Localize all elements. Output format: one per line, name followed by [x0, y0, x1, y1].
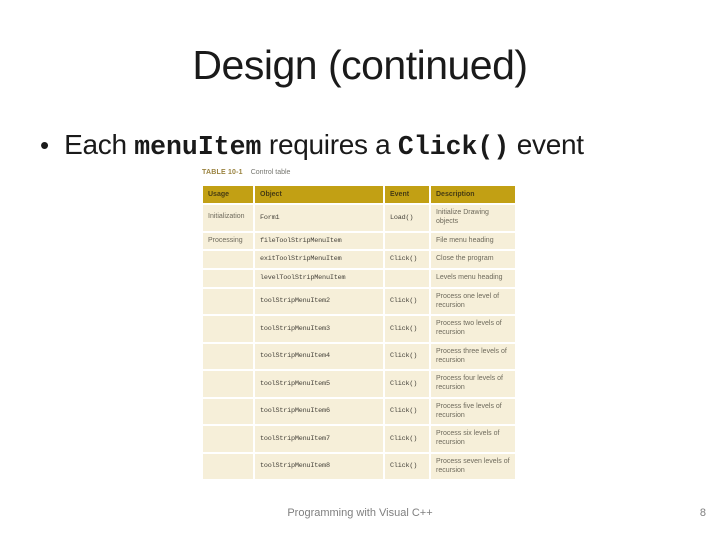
table-cell: [203, 398, 253, 425]
table-cell: toolStripMenuItem7: [255, 426, 383, 452]
table-cell: Process one level of recursion: [431, 288, 515, 315]
table-cell: [203, 371, 253, 397]
table-cell: Click(): [385, 426, 429, 452]
column-header-object: Object: [255, 186, 383, 203]
table-cell: Click(): [385, 316, 429, 342]
table-cell: Process four levels of recursion: [431, 371, 515, 397]
table-cell: Initialization: [203, 205, 253, 231]
page-number: 8: [699, 507, 706, 519]
table-cell: Process two levels of recursion: [431, 316, 515, 342]
slide-title: Design (continued): [192, 42, 528, 88]
table-cell: Click(): [385, 343, 429, 370]
table-cell: levelToolStripMenuItem: [255, 270, 383, 287]
table-cell: Form1: [255, 205, 383, 231]
bullet-text: Each menuItem requires a Click() event: [64, 129, 584, 162]
table-cell: [203, 426, 253, 452]
table-cell: Click(): [385, 371, 429, 397]
table-cell: [203, 316, 253, 342]
table-cell: [203, 343, 253, 370]
table-cell: Process seven levels of recursion: [431, 453, 515, 480]
table-caption: TABLE 10-1 Control table: [202, 169, 519, 176]
table-cell: toolStripMenuItem4: [255, 343, 383, 370]
bullet-icon: •: [40, 130, 50, 160]
column-header-usage: Usage: [203, 186, 253, 203]
table-cell: [203, 288, 253, 315]
footer-text: Programming with Visual C++: [287, 507, 433, 519]
table-cell: Processing: [203, 232, 253, 250]
control-table-grid: Usage Object Event Description Initializ…: [201, 184, 517, 481]
table-cell: [203, 453, 253, 480]
table-label: TABLE 10-1: [202, 169, 243, 176]
table-cell: [385, 232, 429, 250]
table-cell: Close the program: [431, 251, 515, 268]
table-cell: Click(): [385, 453, 429, 480]
bullet-item: • Each menuItem requires a Click() event: [40, 129, 700, 162]
table-cell: Process five levels of recursion: [431, 398, 515, 425]
bullet-text-pre: Each: [64, 129, 135, 160]
table-cell: File menu heading: [431, 232, 515, 250]
column-header-event: Event: [385, 186, 429, 203]
table-cell: Process three levels of recursion: [431, 343, 515, 370]
table-cell: toolStripMenuItem3: [255, 316, 383, 342]
table-cell: Levels menu heading: [431, 270, 515, 287]
column-header-description: Description: [431, 186, 515, 203]
table-cell: toolStripMenuItem6: [255, 398, 383, 425]
code-click-event: Click(): [397, 132, 510, 162]
table-cell: toolStripMenuItem5: [255, 371, 383, 397]
table-cell: Process six levels of recursion: [431, 426, 515, 452]
bullet-text-post: event: [509, 129, 584, 160]
table-cell: toolStripMenuItem2: [255, 288, 383, 315]
table-cell: Click(): [385, 251, 429, 268]
table-cell: exitToolStripMenuItem: [255, 251, 383, 268]
table-cell: [203, 270, 253, 287]
table-cell: [385, 270, 429, 287]
table-cell: Click(): [385, 288, 429, 315]
table-cell: Initialize Drawing objects: [431, 205, 515, 231]
table-cell: Click(): [385, 398, 429, 425]
table-cell: Load(): [385, 205, 429, 231]
table-cell: fileToolStripMenuItem: [255, 232, 383, 250]
table-cell: toolStripMenuItem8: [255, 453, 383, 480]
table-row: levelToolStripMenuItem Levels menu headin…: [203, 270, 515, 287]
control-table: TABLE 10-1 Control table Usage Object Ev…: [201, 169, 519, 481]
bullet-text-mid: requires a: [261, 129, 398, 160]
table-cell: [203, 251, 253, 268]
table-header-row: Usage Object Event Description: [203, 186, 515, 203]
table-caption-text: Control table: [250, 169, 291, 176]
code-menuitem: menuItem: [134, 132, 262, 162]
